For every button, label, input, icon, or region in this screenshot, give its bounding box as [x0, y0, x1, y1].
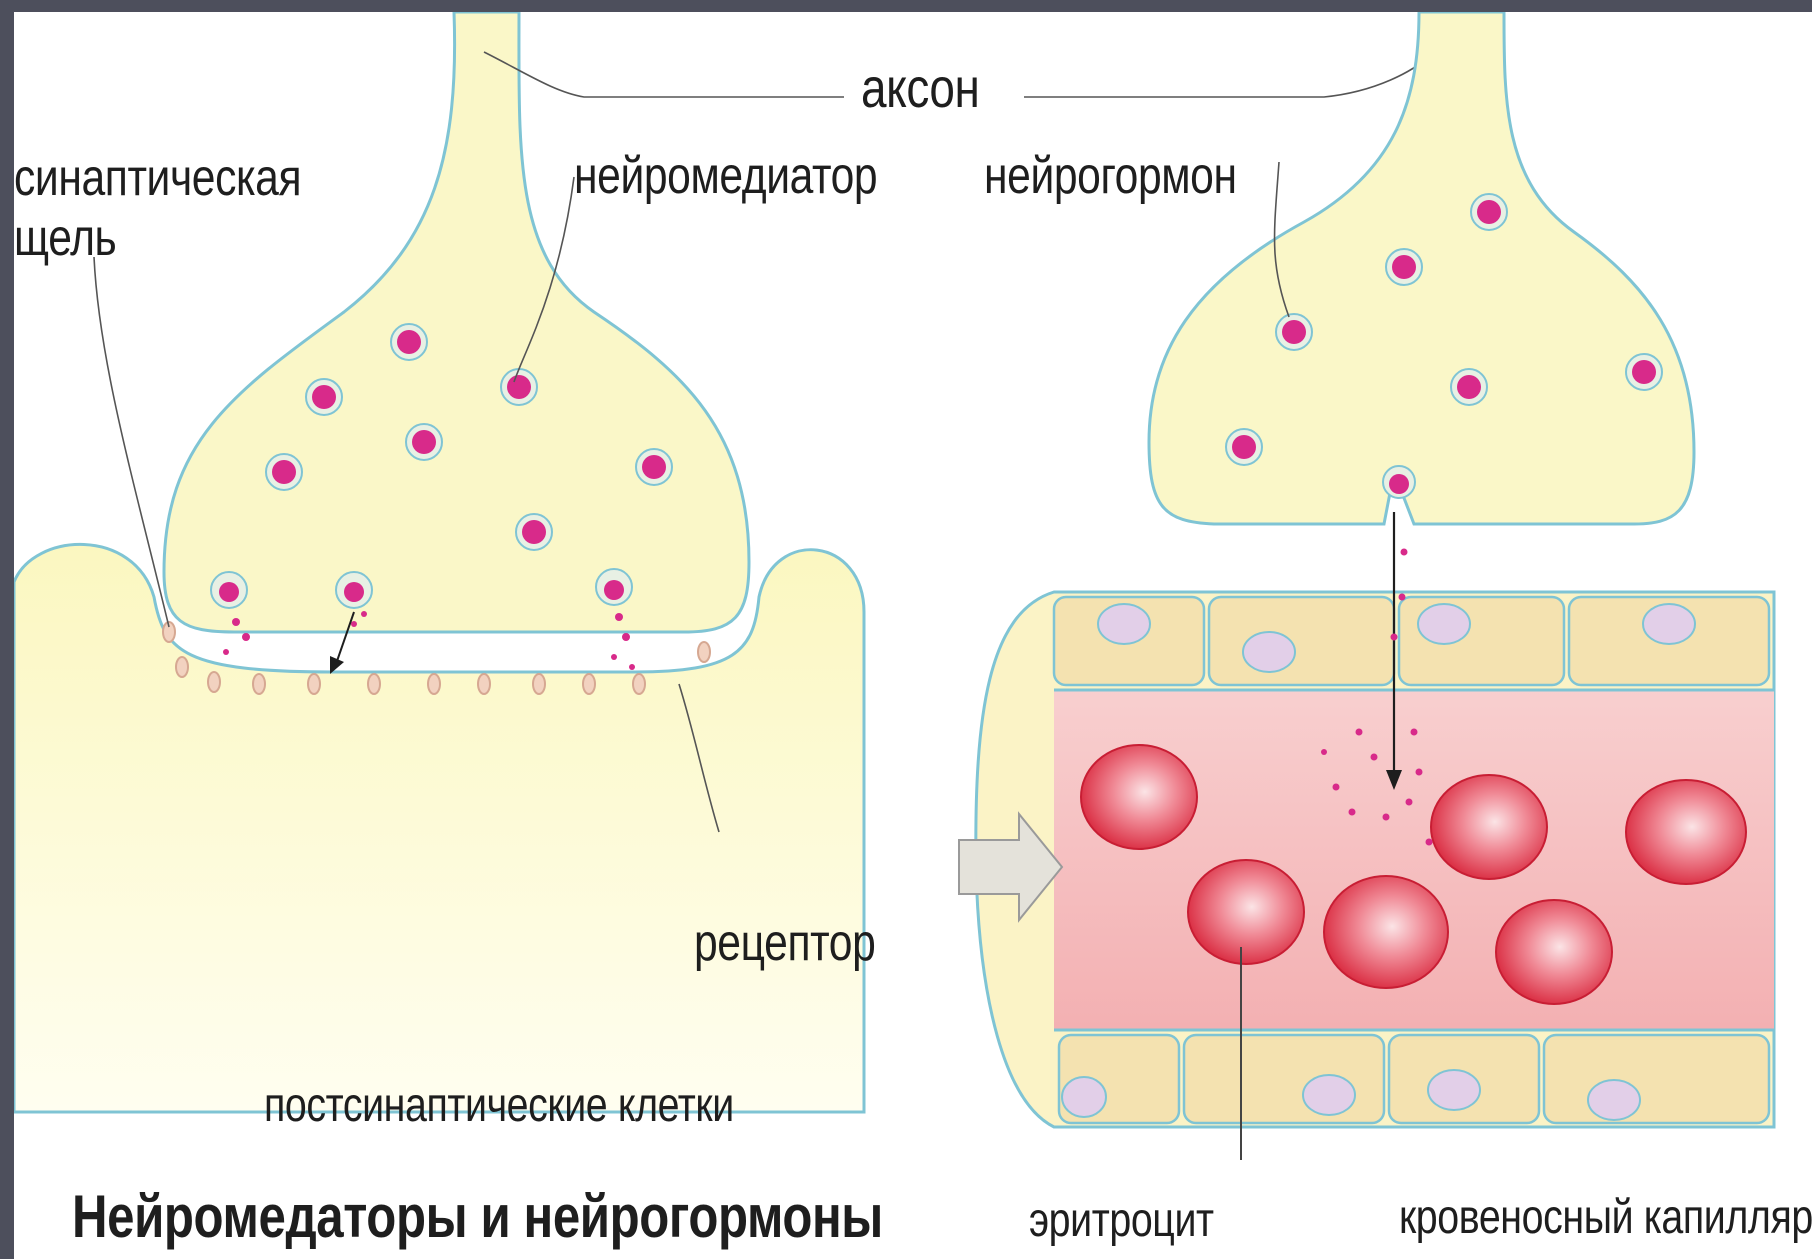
- diagram-title: Нейромедаторы и нейрогормоны: [72, 1187, 883, 1247]
- label-axon: аксон: [861, 60, 979, 116]
- blood-capillary: [959, 592, 1774, 1127]
- vesicle-icon: [406, 424, 442, 460]
- vesicle-icon: [1471, 194, 1507, 230]
- vesicle-icon: [1276, 314, 1312, 350]
- label-neurohormone: нейрогормон: [984, 150, 1237, 202]
- vesicle-icon: [1386, 249, 1422, 285]
- label-capillary: кровеносный капилляр: [1399, 1194, 1812, 1242]
- endothelium-lower: [1059, 1035, 1769, 1123]
- label-receptor: рецептор: [694, 917, 875, 969]
- vesicle-icon: [1626, 354, 1662, 390]
- label-neurotransmitter: нейромедиатор: [574, 150, 877, 202]
- vesicle-icon: [1226, 429, 1262, 465]
- vesicle-icon: [501, 369, 537, 405]
- vesicle-icon: [391, 324, 427, 360]
- vesicle-icon: [266, 454, 302, 490]
- label-erythrocyte: эритроцит: [1029, 1197, 1214, 1245]
- label-synaptic-cleft-1: синаптическая: [14, 152, 301, 204]
- vesicle-icon: [306, 379, 342, 415]
- vesicle-icon: [1451, 369, 1487, 405]
- vesicle-icon: [1383, 466, 1415, 498]
- label-synaptic-cleft-2: щель: [14, 212, 116, 264]
- label-postsynaptic-cells: постсинаптические клетки: [264, 1082, 734, 1130]
- diagram-frame: аксон синаптическая щель нейромедиатор н…: [14, 12, 1812, 1259]
- vesicle-icon: [596, 569, 632, 605]
- presynaptic-terminal: [164, 12, 749, 632]
- vesicle-icon: [336, 572, 372, 608]
- vesicle-icon: [211, 572, 247, 608]
- vesicle-icon: [636, 449, 672, 485]
- vesicle-icon: [516, 514, 552, 550]
